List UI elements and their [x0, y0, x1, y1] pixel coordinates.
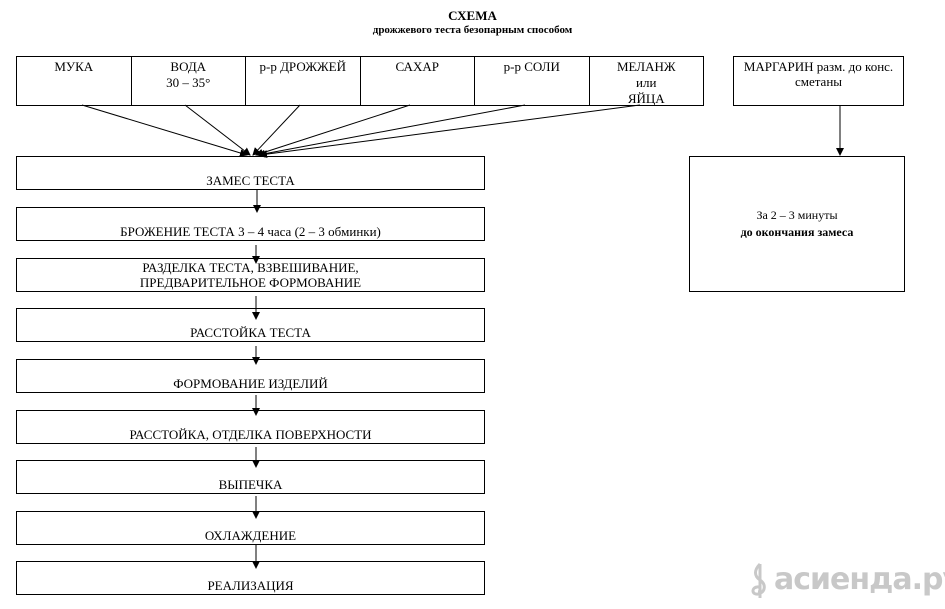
ingredient-yeast: р-р ДРОЖЖЕЙ — [246, 57, 361, 105]
watermark: асиенда.ру — [748, 560, 945, 600]
arrow-yeast — [252, 104, 301, 156]
step-label: ВЫПЕЧКА — [218, 477, 283, 492]
margarine-box: МАРГАРИН разм. до конс. сметаны — [733, 56, 904, 106]
scheme-subtitle: дрожжевого теста безопарным способом — [372, 24, 573, 36]
watermark-text: асиенда.ру — [774, 562, 945, 597]
arrow-eggs — [259, 104, 641, 159]
step-label: РАЗДЕЛКА ТЕСТА, ВЗВЕШИВАНИЕ, — [142, 260, 359, 275]
arrow-sugar — [255, 104, 411, 157]
step-sale: РЕАЛИЗАЦИЯ — [16, 561, 485, 595]
side-note-line-2: до окончания замеса — [740, 225, 854, 239]
ingredient-salt: р-р СОЛИ — [475, 57, 590, 105]
ingredient-label: ВОДА — [170, 59, 207, 74]
ingredient-label: р-р ДРОЖЖЕЙ — [259, 59, 347, 74]
scheme-title: СХЕМА — [448, 8, 497, 23]
step-cooling: ОХЛАЖДЕНИЕ — [16, 511, 485, 545]
step-shaping: ФОРМОВАНИЕ ИЗДЕЛИЙ — [16, 359, 485, 393]
arrow-salt — [257, 104, 526, 158]
step-kneading: ЗАМЕС ТЕСТА — [16, 156, 485, 190]
step-label: РАССТОЙКА, ОТДЕЛКА ПОВЕРХНОСТИ — [129, 427, 372, 442]
step-dividing: РАЗДЕЛКА ТЕСТА, ВЗВЕШИВАНИЕ, ПРЕДВАРИТЕЛ… — [16, 258, 485, 292]
step-proofing-finishing: РАССТОЙКА, ОТДЕЛКА ПОВЕРХНОСТИ — [16, 410, 485, 444]
margarine-label-2: сметаны — [794, 74, 843, 89]
treble-clef-logo-icon — [751, 562, 766, 598]
step-proofing: РАССТОЙКА ТЕСТА — [16, 308, 485, 342]
step-fermentation: БРОЖЕНИЕ ТЕСТА 3 – 4 часа (2 – 3 обминки… — [16, 207, 485, 241]
ingredient-water: ВОДА 30 – 35° — [132, 57, 246, 105]
ingredient-flour: МУКА — [17, 57, 132, 105]
step-baking: ВЫПЕЧКА — [16, 460, 485, 494]
ingredient-sugar: САХАР — [361, 57, 475, 105]
step-label: РАССТОЙКА ТЕСТА — [190, 325, 311, 340]
ingredient-label: МЕЛАНЖ — [616, 59, 676, 74]
ingredient-eggs: МЕЛАНЖ или ЯЙЦА — [590, 57, 704, 106]
side-note-line-1: За 2 – 3 минуты — [756, 208, 838, 222]
ingredient-or: или — [636, 75, 657, 90]
ingredient-label: р-р СОЛИ — [503, 59, 560, 74]
arrow-flour — [81, 104, 248, 157]
ingredient-label-alt: ЯЙЦА — [627, 91, 665, 106]
margarine-label: МАРГАРИН разм. до конс. — [743, 59, 894, 74]
ingredient-label: МУКА — [54, 59, 94, 74]
arrow-water — [184, 104, 251, 156]
step-label: РЕАЛИЗАЦИЯ — [207, 578, 294, 593]
step-label-2: ПРЕДВАРИТЕЛЬНОЕ ФОРМОВАНИЕ — [139, 275, 362, 290]
side-note-box: За 2 – 3 минуты до окончания замеса — [689, 156, 905, 292]
ingredient-label: САХАР — [395, 59, 439, 74]
ingredients-row: МУКА ВОДА 30 – 35° р-р ДРОЖЖЕЙ САХАР р-р… — [16, 56, 704, 106]
step-label: ОХЛАЖДЕНИЕ — [204, 528, 297, 543]
step-label: ЗАМЕС ТЕСТА — [206, 173, 295, 188]
step-label: ФОРМОВАНИЕ ИЗДЕЛИЙ — [173, 376, 328, 391]
ingredient-temperature: 30 – 35° — [166, 75, 211, 90]
step-label: БРОЖЕНИЕ ТЕСТА 3 – 4 часа (2 – 3 обминки… — [120, 224, 381, 239]
